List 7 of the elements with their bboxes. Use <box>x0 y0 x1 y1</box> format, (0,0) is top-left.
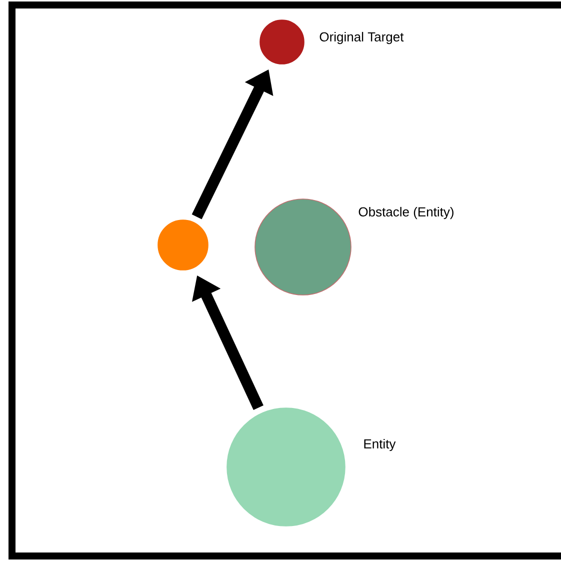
node-label: Obstacle (Entity) <box>358 206 454 220</box>
circle-marker <box>260 20 304 64</box>
circle-marker <box>226 408 346 526</box>
circle-marker <box>158 220 208 270</box>
node-label: Entity <box>364 438 396 452</box>
node-label: Original Target <box>320 32 404 44</box>
circle-marker <box>254 198 352 296</box>
